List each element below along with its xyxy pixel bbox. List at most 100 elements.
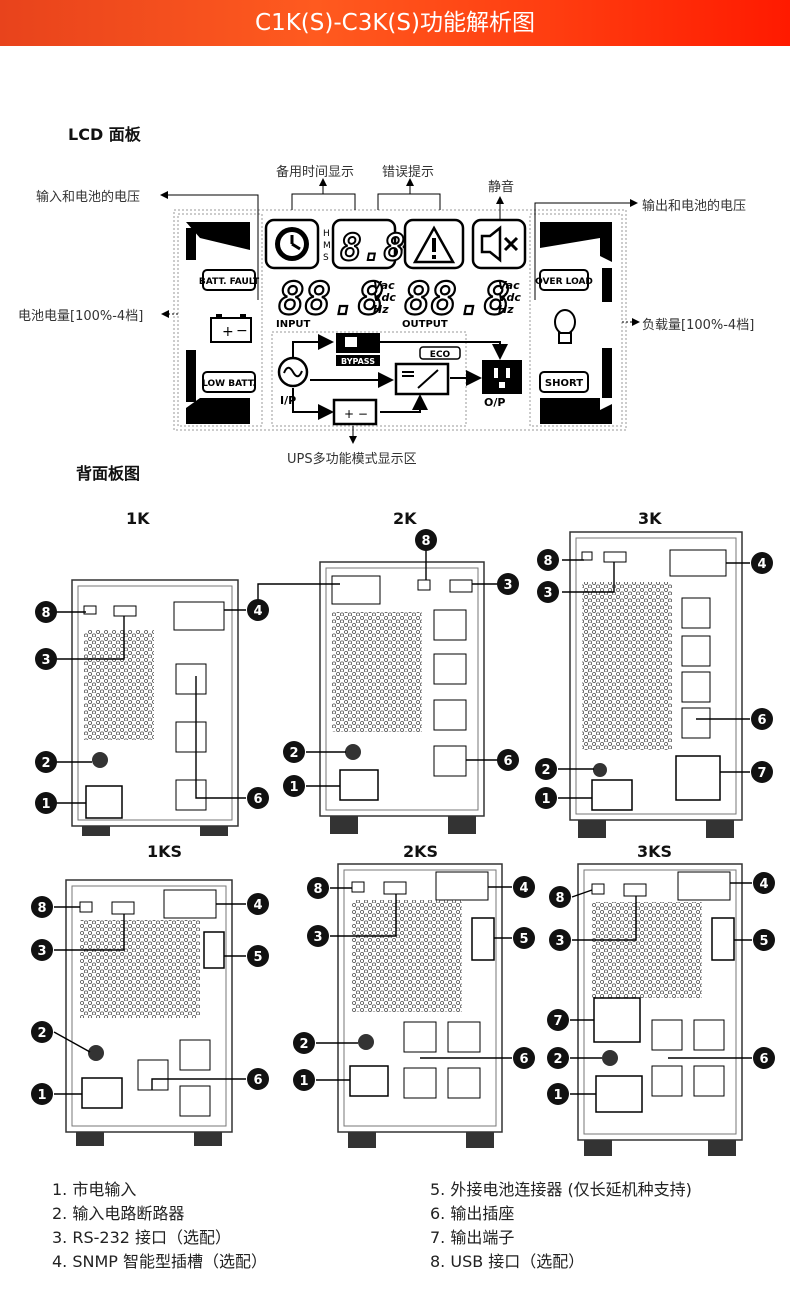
input-label: INPUT xyxy=(276,319,311,330)
svg-text:8: 8 xyxy=(421,534,430,549)
svg-text:5: 5 xyxy=(519,932,528,947)
bypass-plug-icon xyxy=(336,333,380,353)
batt-fault-text: BATT. FAULT xyxy=(199,277,260,287)
svg-text:8: 8 xyxy=(313,882,322,897)
short-text: SHORT xyxy=(545,378,583,389)
svg-text:1: 1 xyxy=(553,1088,562,1103)
svg-text:5: 5 xyxy=(759,934,768,949)
svg-text:2: 2 xyxy=(41,756,50,771)
callout-backup-time: 备用时间显示 xyxy=(276,165,355,180)
svg-text:6: 6 xyxy=(253,792,262,807)
output-label: OUTPUT xyxy=(402,319,448,330)
svg-text:1: 1 xyxy=(41,797,50,812)
page-title: C1K(S)-C3K(S)功能解析图 xyxy=(255,10,535,36)
svg-text:3: 3 xyxy=(313,930,322,945)
low-batt-text: LOW BATT. xyxy=(202,379,256,389)
svg-text:2: 2 xyxy=(37,1026,46,1041)
lcd-panel: BATT. FAULT + − LOW BATT. H M S 8.8 « xyxy=(173,209,627,431)
mode-area: I/P BYPASS ECO + − xyxy=(277,333,522,426)
svg-text:4: 4 xyxy=(253,898,262,913)
legend-item-8: 8. USB 接口（选配） xyxy=(430,1252,585,1271)
output-socket-icon xyxy=(482,360,522,394)
legend-item-5: 5. 外接电池连接器 (仅长延机种支持) xyxy=(430,1180,692,1199)
rear-section-title: 背面板图 xyxy=(76,464,141,483)
op-label: O/P xyxy=(484,396,505,409)
leader-lines xyxy=(53,548,752,1095)
svg-text:−: − xyxy=(236,323,248,339)
battery-icon: + − xyxy=(210,314,252,343)
battery-level-bars xyxy=(186,222,250,424)
mute-icon xyxy=(471,218,527,270)
svg-text:+: + xyxy=(222,324,234,340)
output-unit-vdc: Vdc xyxy=(498,291,521,304)
svg-text:3: 3 xyxy=(555,934,564,949)
svg-text:1: 1 xyxy=(299,1074,308,1089)
unit-title-2ks: 2KS xyxy=(403,842,439,861)
rear-unit-3k xyxy=(569,531,743,838)
number-badges: 8 3 4 2 1 6 8 3 2 1 6 8 3 4 6 7 2 1 8 3 … xyxy=(31,529,775,1105)
svg-text:4: 4 xyxy=(757,557,766,572)
svg-text:6: 6 xyxy=(503,754,512,769)
overload-indicator xyxy=(539,269,589,291)
overload-text: OVER LOAD xyxy=(535,277,593,287)
rear-unit-3ks xyxy=(577,863,743,1156)
svg-text:+ −: + − xyxy=(344,407,368,421)
rear-unit-2ks xyxy=(337,863,503,1148)
chevron-left-icon: « xyxy=(397,236,409,257)
backup-time-digits: 8.8 xyxy=(340,228,405,269)
rear-unit-1k xyxy=(71,579,239,836)
svg-text:4: 4 xyxy=(759,877,768,892)
eco-indicator xyxy=(419,346,461,360)
svg-text:6: 6 xyxy=(519,1052,528,1067)
callout-input-voltage: 输入和电池的电压 xyxy=(36,190,141,205)
lcd-section-title: LCD 面板 xyxy=(68,125,141,144)
svg-text:3: 3 xyxy=(543,586,552,601)
svg-text:6: 6 xyxy=(759,1052,768,1067)
page-title-banner: C1K(S)-C3K(S)功能解析图 xyxy=(0,0,790,46)
load-level-bars xyxy=(540,222,612,424)
batt-fault-indicator xyxy=(202,269,256,291)
hms-s: S xyxy=(323,253,329,263)
bulb-icon xyxy=(554,309,576,344)
callout-battery-level: 电池电量[100%-4档] xyxy=(18,309,144,324)
input-unit-vdc: Vdc xyxy=(373,291,396,304)
svg-text:1: 1 xyxy=(541,792,550,807)
svg-text:8: 8 xyxy=(543,554,552,569)
input-unit-vac: Vac xyxy=(373,279,395,292)
unit-title-3k: 3K xyxy=(638,509,662,528)
legend-item-1: 1. 市电输入 xyxy=(52,1180,137,1199)
svg-text:1: 1 xyxy=(289,780,298,795)
svg-text:4: 4 xyxy=(253,604,262,619)
short-indicator xyxy=(539,371,589,393)
bypass-text: BYPASS xyxy=(341,357,375,366)
svg-text:2: 2 xyxy=(289,746,298,761)
svg-text:7: 7 xyxy=(553,1014,562,1029)
svg-text:2: 2 xyxy=(299,1037,308,1052)
legend-item-2: 2. 输入电路断路器 xyxy=(52,1204,185,1223)
output-unit-hz: Hz xyxy=(498,303,514,316)
svg-text:2: 2 xyxy=(541,763,550,778)
unit-title-1ks: 1KS xyxy=(147,842,183,861)
rear-unit-1ks xyxy=(65,879,233,1146)
unit-title-3ks: 3KS xyxy=(637,842,673,861)
svg-text:3: 3 xyxy=(503,578,512,593)
callout-output-voltage: 输出和电池的电压 xyxy=(642,199,747,214)
inverter-icon xyxy=(394,362,450,396)
svg-text:6: 6 xyxy=(757,713,766,728)
low-batt-indicator xyxy=(202,371,256,393)
svg-text:8: 8 xyxy=(555,891,564,906)
legend-item-4: 4. SNMP 智能型插槽（选配） xyxy=(52,1252,268,1271)
eco-text: ECO xyxy=(430,350,451,360)
legend-item-3: 3. RS-232 接口（选配） xyxy=(52,1228,232,1247)
svg-text:2: 2 xyxy=(553,1052,562,1067)
svg-text:8: 8 xyxy=(37,901,46,916)
rear-unit-2k xyxy=(319,561,485,834)
backup-time-display xyxy=(331,218,397,270)
svg-text:6: 6 xyxy=(253,1073,262,1088)
svg-text:3: 3 xyxy=(37,944,46,959)
hms-h: H xyxy=(323,229,330,239)
callout-load-level: 负载量[100%-4档] xyxy=(642,318,755,333)
svg-text:7: 7 xyxy=(757,766,766,781)
lcd-callout-lines xyxy=(160,178,640,444)
clock-icon xyxy=(264,218,320,270)
